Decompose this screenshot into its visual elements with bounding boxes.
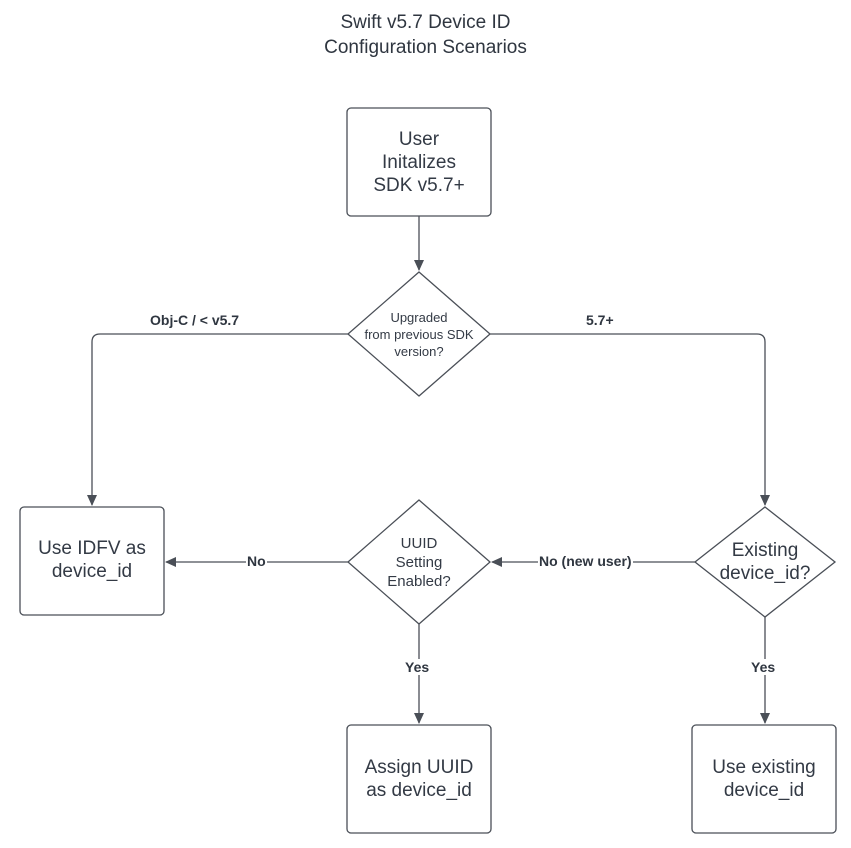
upgraded-line-1: Upgraded — [390, 309, 448, 325]
uuid-setting-line-3: Enabled? — [387, 572, 451, 590]
edge-label-v57: 5.7+ — [586, 312, 614, 328]
upgraded-node-text: Upgraded from previous SDK version? — [348, 272, 490, 396]
use-idfv-box — [19, 506, 165, 616]
use-idfv-line-1: Use IDFV as — [38, 538, 146, 559]
start-line-1: User — [398, 128, 440, 150]
existing-node-text: Existing device_id? — [695, 507, 835, 617]
start-line-3: SDK v5.7+ — [373, 174, 465, 196]
edge-label-yes-uuid: Yes — [404, 659, 431, 675]
edge-label-objc: Obj-C / < v5.7 — [150, 312, 240, 328]
uuid-setting-node-text: UUID Setting Enabled? — [348, 500, 490, 624]
diagram-title-line-1: Swift v5.7 Device ID — [340, 12, 511, 33]
assign-uuid-node-text: Assign UUID as device_id — [347, 725, 491, 833]
use-existing-box — [691, 724, 837, 834]
existing-line-1: Existing — [731, 540, 799, 561]
edge-upgraded-to-idfv — [87, 333, 348, 506]
use-existing-line-2: device_id — [723, 780, 805, 801]
start-line-2: Initalizes — [382, 151, 456, 173]
uuid-setting-line-1: UUID — [400, 534, 438, 552]
upgraded-line-2: from previous SDK — [364, 326, 474, 342]
use-existing-node-text: Use existing device_id — [692, 725, 836, 833]
edge-label-no: No — [246, 553, 267, 569]
upgraded-line-3: version? — [394, 343, 444, 359]
uuid-setting-line-2: Setting — [395, 553, 443, 571]
existing-line-2: device_id? — [719, 563, 811, 584]
assign-uuid-line-1: Assign UUID — [364, 757, 474, 778]
edge-upgraded-to-existing — [490, 333, 770, 506]
upgraded-diamond — [347, 271, 491, 397]
use-idfv-node-text: Use IDFV as device_id — [20, 507, 164, 615]
assign-uuid-line-2: as device_id — [366, 780, 472, 801]
use-existing-line-1: Use existing — [712, 757, 816, 778]
edge-label-yes-existing: Yes — [750, 659, 777, 675]
start-node-text: User Initalizes SDK v5.7+ — [347, 108, 491, 216]
edge-label-no-new-user: No (new user) — [538, 553, 633, 569]
assign-uuid-box — [346, 724, 492, 834]
use-idfv-line-2: device_id — [51, 561, 133, 582]
diagram-title-line-2: Configuration Scenarios — [324, 37, 527, 58]
